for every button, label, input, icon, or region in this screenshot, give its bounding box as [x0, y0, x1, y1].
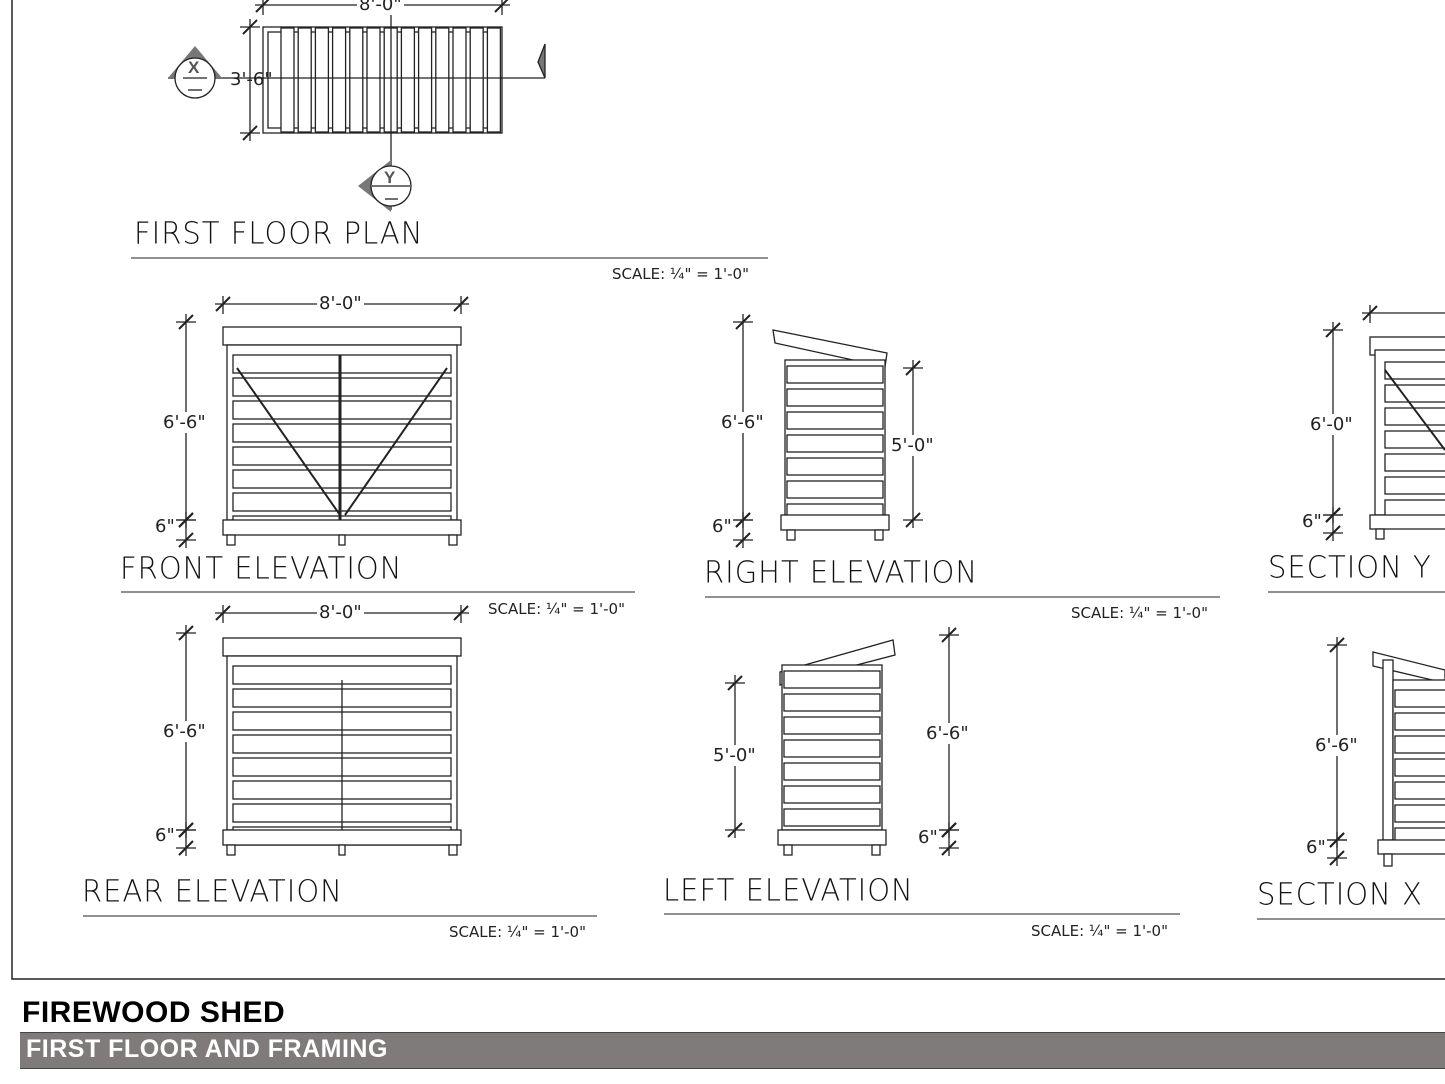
- left-title: LEFT ELEVATION: [663, 872, 914, 908]
- plan-title: FIRST FLOOR PLAN: [134, 215, 424, 251]
- front-base-dim: 6": [155, 516, 175, 537]
- rear-elevation-drawing: [222, 637, 462, 856]
- rear-scale: SCALE: ¼" = 1'-0": [449, 923, 586, 941]
- rear-height-dim: 6'-6": [161, 721, 208, 742]
- left-base-dim: 6": [918, 827, 938, 848]
- section-x-base-dim: 6": [1306, 837, 1326, 858]
- section-y-title: SECTION Y: [1268, 549, 1432, 585]
- right-title: RIGHT ELEVATION: [704, 554, 979, 590]
- section-y-drawing: [1369, 336, 1445, 540]
- right-elevation-drawing: [772, 329, 890, 541]
- rear-title: REAR ELEVATION: [82, 873, 343, 909]
- floor-plan-drawing: [168, 0, 546, 210]
- front-height-dim: 6'-6": [161, 412, 208, 433]
- left-scale: SCALE: ¼" = 1'-0": [1031, 922, 1168, 940]
- front-scale: SCALE: ¼" = 1'-0": [488, 600, 625, 618]
- section-x-height-dim: 6'-6": [1313, 735, 1360, 756]
- section-x-title: SECTION X: [1257, 876, 1423, 912]
- dimension-lines: [176, 0, 1445, 866]
- rear-base-dim: 6": [155, 825, 175, 846]
- front-elevation-drawing: [222, 326, 462, 546]
- section-marker-y-label: Y: [384, 168, 396, 187]
- left-low-dim: 5'-0": [711, 745, 758, 766]
- section-y-base-dim: 6": [1302, 511, 1322, 532]
- right-low-dim: 5'-0": [889, 435, 936, 456]
- sheet-border: [11, 0, 1445, 980]
- title-underlines: [83, 257, 1445, 920]
- plan-width-dim: 8'-0": [357, 0, 404, 15]
- front-title: FRONT ELEVATION: [120, 550, 403, 586]
- front-width-dim: 8'-0": [317, 293, 364, 314]
- section-x-drawing: [1372, 651, 1445, 867]
- section-marker-x-label: X: [188, 58, 200, 77]
- project-title: FIREWOOD SHED: [22, 996, 286, 1029]
- sheet-title-bar: [20, 1032, 1445, 1069]
- right-height-dim: 6'-6": [719, 412, 766, 433]
- right-scale: SCALE: ¼" = 1'-0": [1071, 604, 1208, 622]
- left-height-dim: 6'-6": [924, 723, 971, 744]
- left-elevation-drawing: [777, 639, 896, 856]
- section-y-height-dim: 6'-0": [1308, 414, 1355, 435]
- plan-depth-dim: 3'-6": [230, 69, 273, 90]
- section-marker-y-icon: [358, 160, 412, 212]
- section-marker-x-icon: [168, 46, 222, 99]
- right-base-dim: 6": [712, 516, 732, 537]
- rear-width-dim: 8'-0": [317, 602, 364, 623]
- plan-scale: SCALE: ¼" = 1'-0": [612, 265, 749, 283]
- sheet-title: FIRST FLOOR AND FRAMING: [26, 1035, 388, 1063]
